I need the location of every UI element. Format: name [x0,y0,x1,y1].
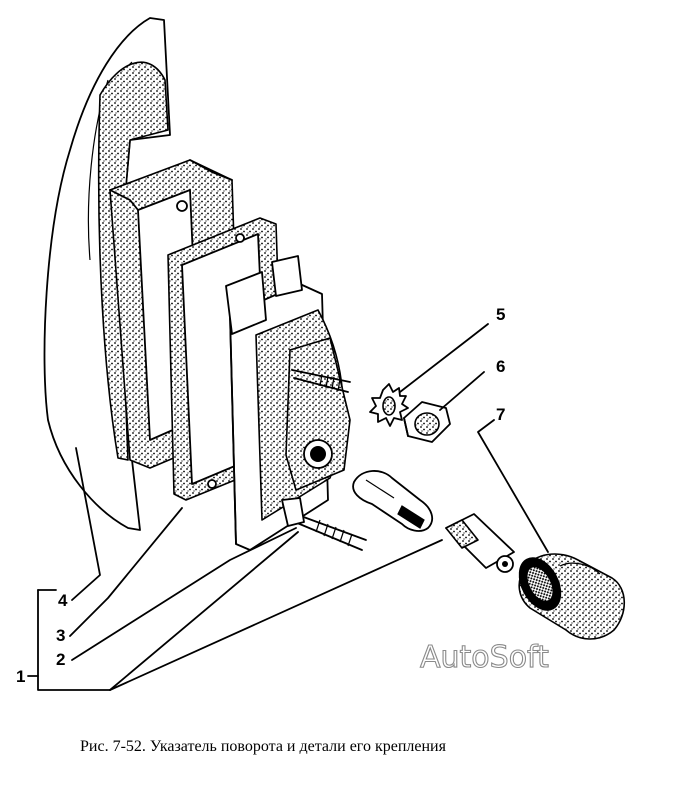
leader-lines [27,323,549,691]
part-4-fender-panel [43,17,171,531]
callout-labels: 1 2 3 4 5 6 7 [16,305,505,686]
callout-6: 6 [496,357,505,376]
part-bulb [352,470,434,532]
callout-3: 3 [56,626,65,645]
part-7-protective-cap [518,553,625,640]
figure-caption: Рис. 7-52. Указатель поворота и детали е… [80,738,447,755]
part-5-lock-washer [369,383,409,427]
callout-5: 5 [496,305,505,324]
part-connector [445,513,515,573]
part-1-socket [281,337,367,551]
callout-1: 1 [16,667,25,686]
callout-7: 7 [496,405,505,424]
callout-4: 4 [58,591,68,610]
callout-2: 2 [56,650,65,669]
autosoft-watermark: AutoSoft [420,640,549,675]
part-6-nut [403,401,451,443]
